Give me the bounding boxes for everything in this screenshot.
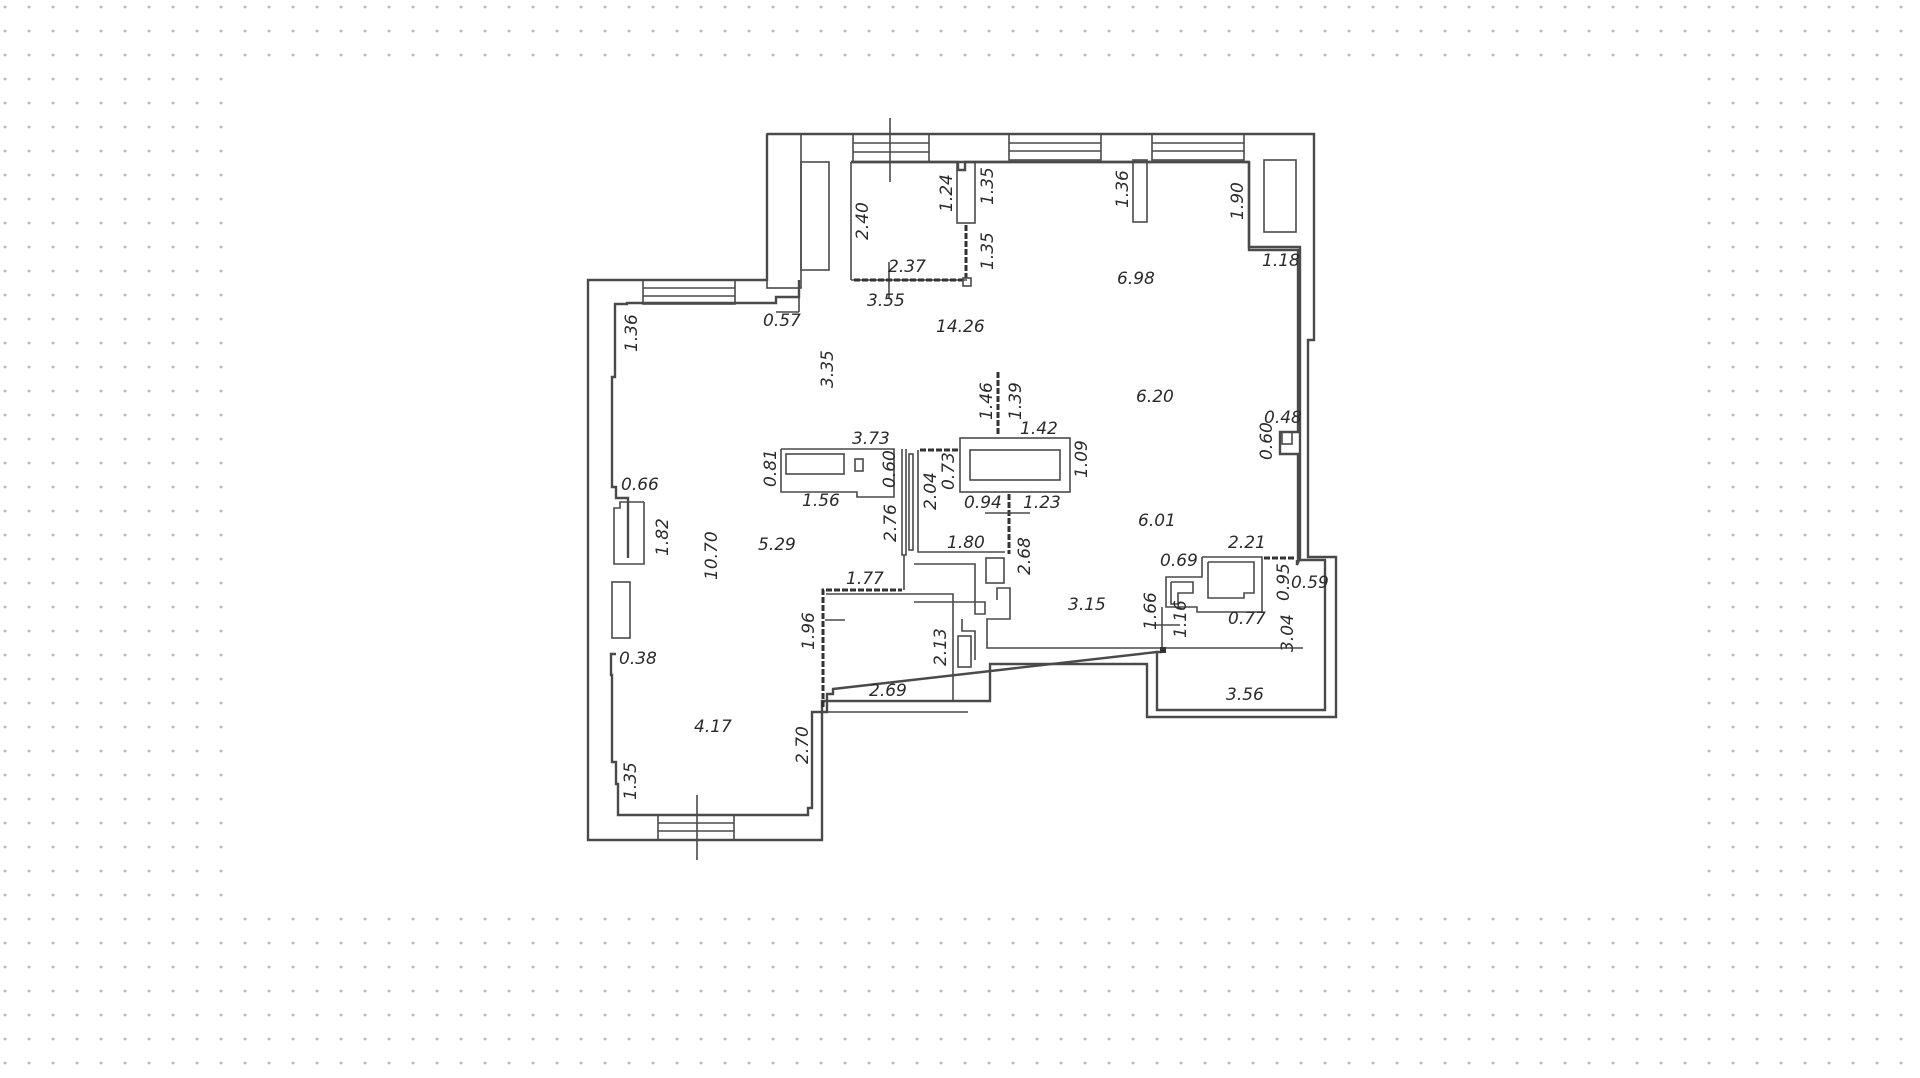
dim-label: 2.21 xyxy=(1228,533,1266,553)
dim-label: 14.26 xyxy=(936,317,985,337)
dim-label: 1.35 xyxy=(978,167,998,205)
corridor-storage xyxy=(903,555,1303,668)
kitchen-unit xyxy=(780,448,895,498)
dim-label: 0.38 xyxy=(619,649,657,669)
dim-label: 0.77 xyxy=(1228,609,1266,629)
dim-label: 0.57 xyxy=(763,311,801,331)
dim-label: 0.60 xyxy=(1257,422,1277,460)
window-left-1 xyxy=(613,501,645,565)
windows xyxy=(611,118,1245,860)
dim-label: 3.04 xyxy=(1278,614,1298,652)
dim-label: 0.95 xyxy=(1274,563,1294,601)
dim-label: 1.90 xyxy=(1228,182,1248,220)
dim-label: 0.59 xyxy=(1291,573,1329,593)
wall-niche xyxy=(1263,159,1297,233)
dim-label: 3.56 xyxy=(1226,685,1264,705)
dim-label: 3.15 xyxy=(1068,595,1106,615)
window-top-3 xyxy=(1151,133,1245,161)
dim-label: 1.66 xyxy=(1141,592,1161,630)
dim-label: 1.16 xyxy=(1171,600,1191,638)
dim-label: 0.81 xyxy=(761,449,781,487)
dim-label: 1.56 xyxy=(802,491,840,511)
dim-label: 0.94 xyxy=(964,493,1002,513)
dim-label: 10.70 xyxy=(702,531,722,580)
inner-wall-right xyxy=(1155,162,1327,712)
exterior-walls xyxy=(586,132,1338,842)
dim-label: 1.09 xyxy=(1072,440,1092,478)
column-outer xyxy=(766,133,802,289)
dim-label: 0.69 xyxy=(1160,551,1198,571)
bathroom-unit xyxy=(1154,431,1296,653)
inner-wall-left xyxy=(610,280,801,558)
dim-label: 6.98 xyxy=(1117,269,1155,289)
dim-label: 4.17 xyxy=(694,717,732,737)
window-top-1 xyxy=(852,133,930,163)
dim-label: 2.70 xyxy=(793,726,813,764)
inner-wall-left-lower xyxy=(609,650,1158,817)
dim-label: 2.69 xyxy=(869,681,907,701)
dim-label: 2.04 xyxy=(921,472,941,510)
dim-label: 1.82 xyxy=(653,518,673,556)
top-small-room xyxy=(851,159,1297,287)
dim-label: 1.36 xyxy=(622,314,642,352)
dim-label: 1.46 xyxy=(977,382,997,420)
dim-label: 1.23 xyxy=(1023,493,1061,513)
dim-label: 1.77 xyxy=(846,569,884,589)
dimension-labels: 2.40 2.37 3.55 1.24 1.35 1.35 1.36 1.90 … xyxy=(619,167,1329,800)
dim-label: 2.68 xyxy=(1015,537,1035,575)
partition-stub xyxy=(1132,159,1148,223)
dim-label: 6.20 xyxy=(1136,387,1174,407)
dim-label: 0.66 xyxy=(621,475,659,495)
dim-label: 1.24 xyxy=(937,174,957,212)
dim-label: 1.42 xyxy=(1020,419,1058,439)
door-hinge xyxy=(1160,647,1166,653)
window-top-2 xyxy=(1008,133,1102,161)
dim-label: 1.18 xyxy=(1262,251,1300,271)
dim-label: 1.39 xyxy=(1006,382,1026,420)
window-left-2 xyxy=(611,581,631,639)
central-core xyxy=(901,372,1071,556)
dim-label: 3.55 xyxy=(867,291,905,311)
dim-label: 1.80 xyxy=(947,533,985,553)
dim-label: 5.29 xyxy=(758,535,796,555)
dim-label: 2.40 xyxy=(853,202,873,240)
dim-label: 0.48 xyxy=(1264,408,1302,428)
dim-label: 1.35 xyxy=(621,762,641,800)
window-bottom xyxy=(657,814,735,841)
window-left-top xyxy=(642,279,736,305)
dim-label: 1.35 xyxy=(978,232,998,270)
dim-label: 2.76 xyxy=(881,504,901,542)
dim-label: 1.96 xyxy=(799,612,819,650)
dim-label: 1.36 xyxy=(1113,170,1133,208)
dim-label: 3.35 xyxy=(818,350,838,388)
dim-label: 2.37 xyxy=(888,257,926,277)
column-inner xyxy=(800,161,830,271)
column-box xyxy=(1281,431,1293,445)
dim-label: 2.13 xyxy=(931,628,951,666)
dim-label: 0.73 xyxy=(939,452,959,490)
dim-label: 0.60 xyxy=(880,450,900,488)
dim-label: 6.01 xyxy=(1138,511,1176,531)
small-room xyxy=(821,588,968,713)
dim-label: 3.73 xyxy=(852,429,890,449)
outer-wall xyxy=(586,132,1338,842)
drawing-area xyxy=(230,62,1692,900)
